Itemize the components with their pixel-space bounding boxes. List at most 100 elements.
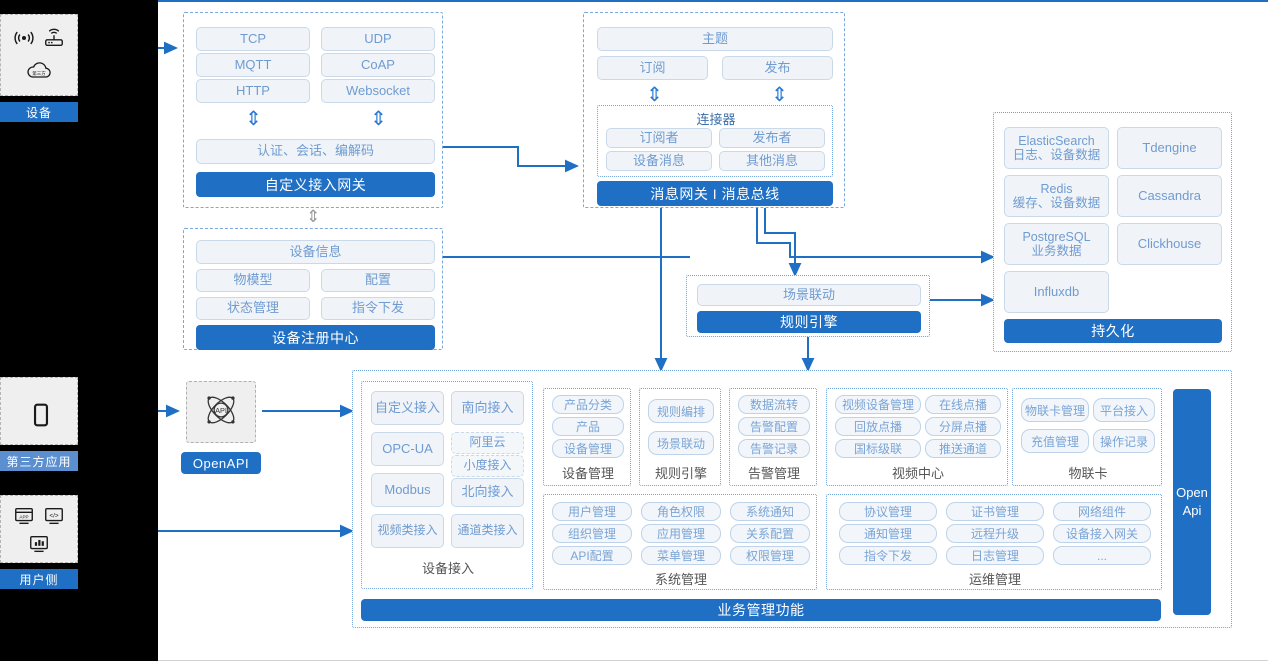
store-tdengine[interactable]: Tdengine	[1117, 127, 1222, 169]
access-gateway-banner[interactable]: 自定义接入网关	[196, 172, 435, 197]
router-icon	[43, 27, 65, 49]
da-video-access[interactable]: 视频类接入	[371, 514, 444, 548]
protocol-coap[interactable]: CoAP	[321, 53, 435, 77]
protocol-websocket[interactable]: Websocket	[321, 79, 435, 103]
device-info-chip[interactable]: 设备信息	[196, 240, 435, 264]
rule-engine-col-group: 规则编排 场景联动 规则引擎	[639, 388, 721, 486]
ic-card-mgmt[interactable]: 物联卡管理	[1021, 398, 1089, 422]
store-influxdb[interactable]: Influxdb	[1004, 271, 1109, 313]
rail-label-device: 设备	[0, 102, 78, 122]
da-modbus[interactable]: Modbus	[371, 473, 444, 507]
vc-playback[interactable]: 回放点播	[835, 417, 921, 436]
da-north-access[interactable]: 北向接入	[451, 478, 524, 507]
vc-online-play[interactable]: 在线点播	[925, 395, 1001, 414]
topic-chip[interactable]: 主题	[597, 27, 833, 51]
om-network-comp[interactable]: 网络组件	[1053, 502, 1151, 521]
scene-linkage-chip[interactable]: 场景联动	[697, 284, 921, 306]
app-window-icon: APP	[13, 505, 35, 527]
da-aliyun[interactable]: 阿里云	[451, 432, 524, 454]
om-command-issue[interactable]: 指令下发	[839, 546, 937, 565]
om-more[interactable]: ...	[1053, 546, 1151, 565]
command-issue-chip[interactable]: 指令下发	[321, 297, 435, 320]
sm-org-mgmt[interactable]: 组织管理	[552, 524, 632, 543]
sm-role-perm[interactable]: 角色权限	[641, 502, 721, 521]
rail-group-device: 第三方 设备	[0, 14, 78, 122]
am-data-flow[interactable]: 数据流转	[738, 395, 810, 414]
connector-other-msg[interactable]: 其他消息	[719, 151, 825, 171]
dashboard-chart-icon	[5, 533, 73, 555]
om-device-gateway[interactable]: 设备接入网关	[1053, 524, 1151, 543]
connector-subscriber[interactable]: 订阅者	[606, 128, 712, 148]
ic-operation-log[interactable]: 操作记录	[1093, 429, 1155, 453]
openapi-vertical-bar[interactable]: Open Api	[1173, 389, 1211, 615]
protocol-tcp[interactable]: TCP	[196, 27, 310, 51]
sm-api-config[interactable]: API配置	[552, 546, 632, 565]
ic-recharge-mgmt[interactable]: 充值管理	[1021, 429, 1089, 453]
da-xiaodu[interactable]: 小度接入	[451, 455, 524, 477]
subscribe-chip[interactable]: 订阅	[597, 56, 708, 80]
am-alarm-record[interactable]: 告警记录	[738, 439, 810, 458]
config-chip[interactable]: 配置	[321, 269, 435, 292]
connector-device-msg[interactable]: 设备消息	[606, 151, 712, 171]
rule-engine-banner[interactable]: 规则引擎	[697, 311, 921, 333]
re-rule-orchestration[interactable]: 规则编排	[648, 399, 714, 423]
da-custom-access[interactable]: 自定义接入	[371, 391, 444, 425]
vc-video-device-mgmt[interactable]: 视频设备管理	[835, 395, 921, 414]
openapi-bar-line1: Open	[1176, 485, 1208, 501]
da-opcua[interactable]: OPC-UA	[371, 432, 444, 466]
video-center-group: 视频设备管理 在线点播 回放点播 分屏点播 国标级联 推送通道 视频中心	[826, 388, 1008, 486]
store-clickhouse[interactable]: Clickhouse	[1117, 223, 1222, 265]
dm-product[interactable]: 产品	[552, 417, 624, 436]
om-cert-mgmt[interactable]: 证书管理	[946, 502, 1044, 521]
code-window-icon: </>	[43, 505, 65, 527]
publish-chip[interactable]: 发布	[722, 56, 833, 80]
om-remote-upgrade[interactable]: 远程升级	[946, 524, 1044, 543]
sm-sys-notice[interactable]: 系统通知	[730, 502, 810, 521]
sm-user-mgmt[interactable]: 用户管理	[552, 502, 632, 521]
ops-mgmt-group: 协议管理 证书管理 网络组件 通知管理 远程升级 设备接入网关 指令下发 日志管…	[826, 494, 1162, 590]
om-log-mgmt[interactable]: 日志管理	[946, 546, 1044, 565]
device-mgmt-title: 设备管理	[561, 466, 614, 481]
openapi-tile: API	[186, 381, 256, 443]
vc-split-screen[interactable]: 分屏点播	[925, 417, 1001, 436]
da-channel-access[interactable]: 通道类接入	[451, 514, 524, 548]
da-south-access[interactable]: 南向接入	[451, 391, 524, 425]
vc-gb-cascade[interactable]: 国标级联	[835, 439, 921, 458]
sm-relation-cfg[interactable]: 关系配置	[730, 524, 810, 543]
message-bus-banner[interactable]: 消息网关 I 消息总线	[597, 181, 833, 206]
rule-engine-col-title: 规则引擎	[654, 466, 707, 481]
ic-platform-access[interactable]: 平台接入	[1093, 398, 1155, 422]
sm-app-mgmt[interactable]: 应用管理	[641, 524, 721, 543]
am-alarm-config[interactable]: 告警配置	[738, 417, 810, 436]
store-name: Redis	[1040, 181, 1073, 196]
store-redis[interactable]: Redis 缓存、设备数据	[1004, 175, 1109, 217]
updown-arrow-right: ⇕	[370, 108, 387, 130]
protocol-udp[interactable]: UDP	[321, 27, 435, 51]
sm-perm-mgmt[interactable]: 权限管理	[730, 546, 810, 565]
connector-publisher[interactable]: 发布者	[719, 128, 825, 148]
state-mgmt-chip[interactable]: 状态管理	[196, 297, 310, 320]
openapi-label[interactable]: OpenAPI	[181, 452, 261, 474]
protocol-mqtt[interactable]: MQTT	[196, 53, 310, 77]
dm-product-category[interactable]: 产品分类	[552, 395, 624, 414]
alarm-mgmt-title: 告警管理	[747, 466, 800, 481]
auth-session-codec[interactable]: 认证、会话、编解码	[196, 139, 435, 164]
store-postgresql[interactable]: PostgreSQL 业务数据	[1004, 223, 1109, 265]
business-banner[interactable]: 业务管理功能	[361, 599, 1161, 621]
video-center-title: 视频中心	[891, 466, 944, 481]
store-elasticsearch[interactable]: ElasticSearch 日志、设备数据	[1004, 127, 1109, 169]
persistence-banner[interactable]: 持久化	[1004, 319, 1222, 343]
device-mgmt-group: 产品分类 产品 设备管理 设备管理	[543, 388, 631, 486]
om-notice-mgmt[interactable]: 通知管理	[839, 524, 937, 543]
om-protocol-mgmt[interactable]: 协议管理	[839, 502, 937, 521]
dm-device-mgmt[interactable]: 设备管理	[552, 439, 624, 458]
device-registry-banner[interactable]: 设备注册中心	[196, 325, 435, 350]
user-icon-tile: APP </>	[0, 495, 78, 563]
sm-menu-mgmt[interactable]: 菜单管理	[641, 546, 721, 565]
vc-push-channel[interactable]: 推送通道	[925, 439, 1001, 458]
re-scene-linkage[interactable]: 场景联动	[648, 431, 714, 455]
svg-text:</>: </>	[49, 512, 59, 519]
protocol-http[interactable]: HTTP	[196, 79, 310, 103]
store-cassandra[interactable]: Cassandra	[1117, 175, 1222, 217]
thing-model-chip[interactable]: 物模型	[196, 269, 310, 292]
